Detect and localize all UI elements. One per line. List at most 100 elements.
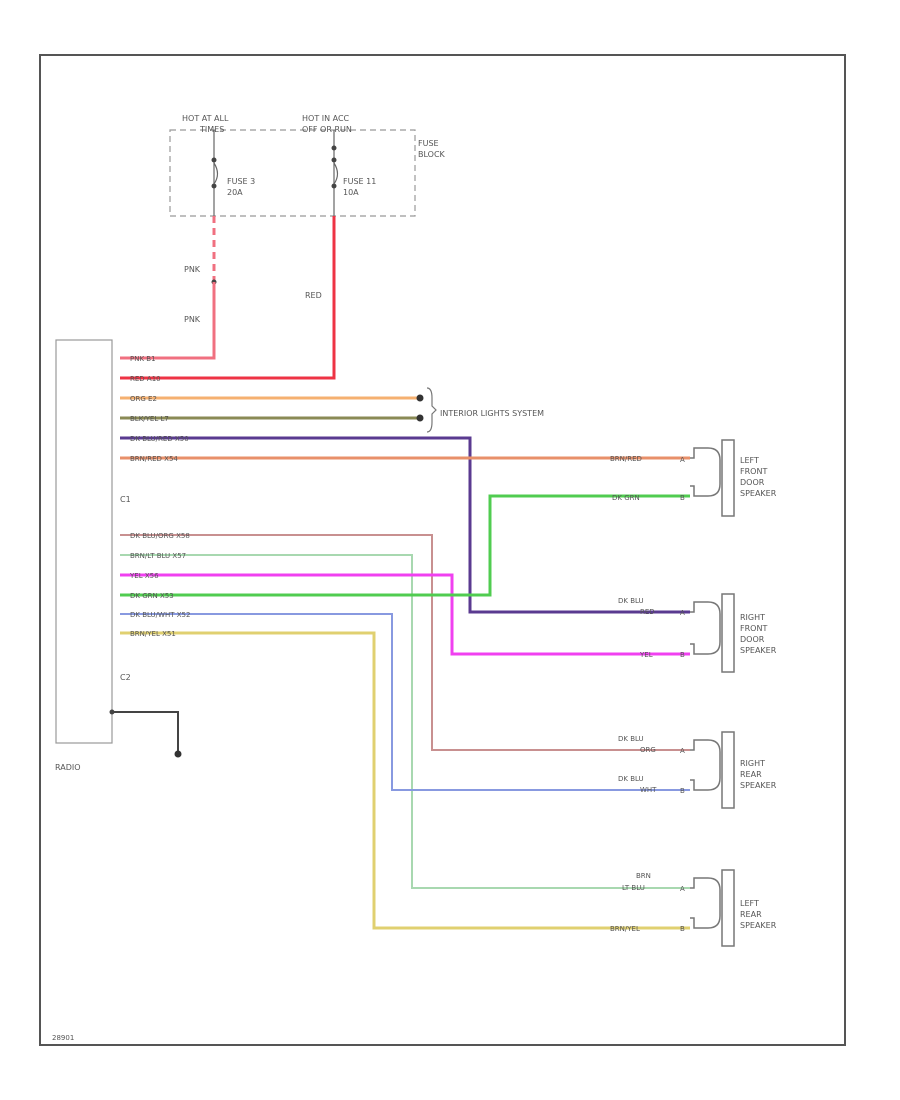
lf-pin-b: B <box>680 494 685 502</box>
interior-lights-label: INTERIOR LIGHTS SYSTEM <box>440 409 544 418</box>
rr-speaker-icon <box>721 731 735 809</box>
lf-speaker-bracket <box>690 447 721 497</box>
rf-name-3: DOOR <box>740 635 765 644</box>
c1-label: C1 <box>120 495 131 504</box>
dk-blu-wht-wire <box>120 613 690 791</box>
radio-unit: C1 C2 RADIO <box>55 339 182 772</box>
pnk-upper-label: PNK <box>184 265 201 274</box>
c2-wire-label-2: BRN/LT BLU X57 <box>130 552 186 560</box>
fuse-3-terminal-top <box>211 157 217 163</box>
c2-wire-label-6: BRN/YEL X51 <box>130 630 176 638</box>
fuse-11-label: FUSE 11 <box>343 177 376 186</box>
rr-wire-bottom-label-2: WHT <box>640 786 657 794</box>
dk-grn-wire <box>120 494 690 597</box>
pnk-lower-label: PNK <box>184 315 201 324</box>
interior-lights-bracket <box>426 387 437 433</box>
feed-wires: PNK PNK RED <box>120 216 336 380</box>
dk-blu-red-wire <box>120 436 690 614</box>
fuse-block-label-1: FUSE <box>418 139 439 148</box>
fuse-3-rating: 20A <box>227 188 243 197</box>
dk-blu-org-wire <box>120 534 690 751</box>
rf-name-1: RIGHT <box>740 613 765 622</box>
rr-name-3: SPEAKER <box>740 781 777 790</box>
c1-wire-label-5: DK BLU/RED X50 <box>130 435 189 443</box>
c2-wire-label-1: DK BLU/ORG X58 <box>130 532 190 540</box>
blk-yel-wire-terminal <box>416 414 424 422</box>
rf-name-2: FRONT <box>740 624 767 633</box>
hot-in-acc-label-2: OFF OR RUN <box>302 125 352 134</box>
speaker-left-rear: BRN LT BLU BRN/YEL A B LEFT REAR SPEAKER <box>610 869 777 947</box>
rr-speaker-bracket <box>690 739 721 791</box>
fuse-11-terminal-hot <box>331 145 337 151</box>
ground-terminal <box>109 709 115 715</box>
rf-pin-b: B <box>680 651 685 659</box>
lr-pin-a: A <box>680 885 685 893</box>
fuse-block-label-2: BLOCK <box>418 150 446 159</box>
rr-pin-a: A <box>680 747 685 755</box>
lf-name-4: SPEAKER <box>740 489 777 498</box>
rr-pin-b: B <box>680 787 685 795</box>
radio-label: RADIO <box>55 763 81 772</box>
hot-in-acc-label-1: HOT IN ACC <box>302 114 350 123</box>
lf-name-1: LEFT <box>740 456 759 465</box>
rf-wire-top-label-2: RED <box>640 608 655 616</box>
lf-name-3: DOOR <box>740 478 765 487</box>
lr-wire-top-label-2: LT BLU <box>622 884 645 892</box>
hot-at-all-label-2: TIMES <box>199 125 224 134</box>
red-feed <box>120 216 336 380</box>
rf-pin-a: A <box>680 609 685 617</box>
lr-speaker-bracket <box>690 877 721 929</box>
rf-speaker-icon <box>721 593 735 673</box>
radio-body <box>55 339 113 744</box>
lf-speaker-icon <box>721 439 735 517</box>
fuse-3-terminal-bottom <box>211 183 217 189</box>
rf-wire-bottom-label: YEL <box>639 651 653 659</box>
lf-pin-a: A <box>680 456 685 464</box>
hot-at-all-label-1: HOT AT ALL <box>182 114 229 123</box>
lr-speaker-icon <box>721 869 735 947</box>
lf-wire-bottom-label: DK GRN <box>612 494 640 502</box>
c1-wire-label-2: RED A10 <box>130 375 161 383</box>
lf-wire-top-label: BRN/RED <box>610 455 642 463</box>
c1-wire-label-4: BLK/YEL L7 <box>130 415 169 423</box>
lr-pin-b: B <box>680 925 685 933</box>
rr-wire-top-label-2: ORG <box>640 746 656 754</box>
fuse-3-symbol <box>213 162 219 185</box>
c2-label: C2 <box>120 673 131 682</box>
ground-wire <box>112 711 179 752</box>
fuse-11-terminal-bottom <box>331 183 337 189</box>
org-wire-terminal <box>416 394 424 402</box>
brn-yel-wire <box>120 631 690 930</box>
rf-name-4: SPEAKER <box>740 646 777 655</box>
speaker-right-front-door: DK BLU RED YEL A B RIGHT FRONT DOOR SPEA… <box>618 593 777 673</box>
rr-name-2: REAR <box>740 770 762 779</box>
red-feed-label: RED <box>305 291 322 300</box>
rf-speaker-bracket <box>690 601 721 655</box>
lr-name-3: SPEAKER <box>740 921 777 930</box>
c1-wire-label-1: PNK B1 <box>130 355 156 363</box>
brn-lt-blu-wire <box>120 554 690 889</box>
diagram-frame <box>39 54 846 1046</box>
rr-wire-bottom-label-1: DK BLU <box>618 775 644 783</box>
c1-wire-label-6: BRN/RED X54 <box>130 455 178 463</box>
diagram-code: 28901 <box>52 1034 74 1042</box>
fuse-11-symbol <box>333 162 339 185</box>
lr-name-2: REAR <box>740 910 762 919</box>
fuse-11-rating: 10A <box>343 188 359 197</box>
rf-wire-top-label-1: DK BLU <box>618 597 644 605</box>
lf-name-2: FRONT <box>740 467 767 476</box>
c2-wires: DK BLU/ORG X58 BRN/LT BLU X57 YEL X56 DK… <box>120 494 690 930</box>
rr-name-1: RIGHT <box>740 759 765 768</box>
fuse-block-outline <box>169 129 416 217</box>
fuse-block: HOT AT ALL TIMES HOT IN ACC OFF OR RUN F… <box>169 114 446 217</box>
rr-wire-top-label-1: DK BLU <box>618 735 644 743</box>
yel-wire <box>120 573 690 656</box>
c2-wire-label-3: YEL X56 <box>129 572 159 580</box>
lr-wire-top-label-1: BRN <box>636 872 651 880</box>
ground-point <box>174 750 182 758</box>
lr-wire-bottom-label: BRN/YEL <box>610 925 640 933</box>
c2-wire-label-4: DK GRN X53 <box>130 592 174 600</box>
c2-wire-label-5: DK BLU/WHT X52 <box>130 611 190 619</box>
fuse-11-terminal-top <box>331 157 337 163</box>
